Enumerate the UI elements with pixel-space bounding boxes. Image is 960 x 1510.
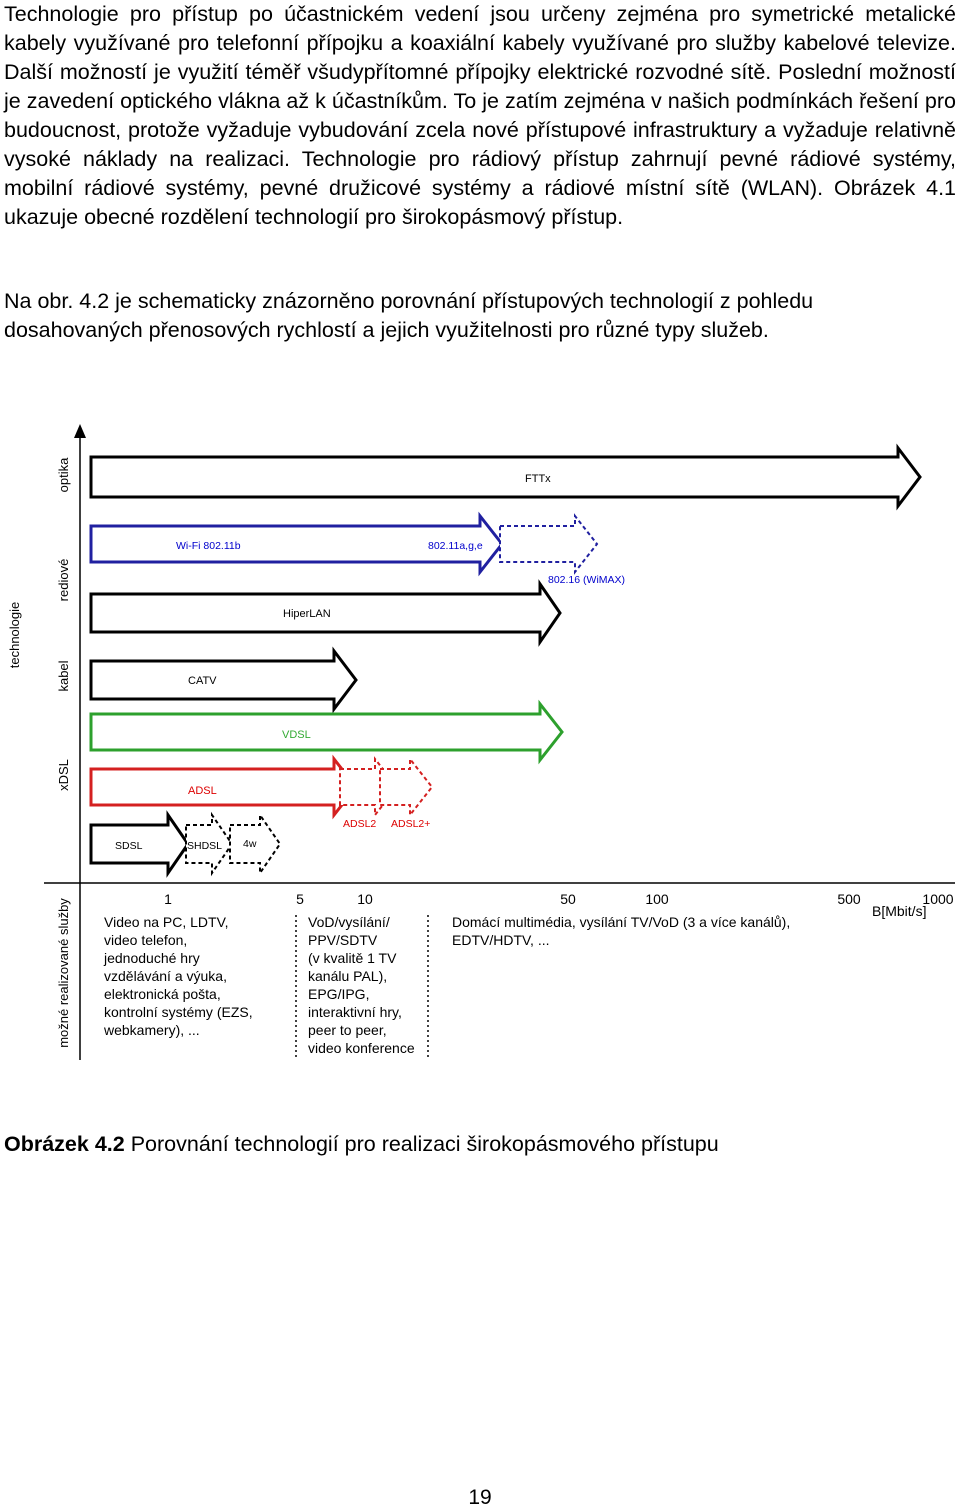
paragraph-figure-reference: Na obr. 4.2 je schematicky znázorněno po… xyxy=(4,289,814,342)
group-label-xdsl: xDSL xyxy=(56,759,71,791)
group-label-radiove: rediové xyxy=(56,559,71,602)
tick-10: 10 xyxy=(357,891,373,907)
label-adsl: ADSL xyxy=(188,785,217,797)
service-line: (v kvalitě 1 TV xyxy=(308,950,397,966)
figure-caption: Obrázek 4.2 Porovnání technologií pro re… xyxy=(4,1132,719,1157)
group-label-kabel: kabel xyxy=(56,660,71,691)
arrow-sdsl xyxy=(89,810,190,878)
arrow-catv xyxy=(89,646,358,714)
label-sdsl: SDSL xyxy=(115,840,143,852)
service-line: kontrolní systémy (EZS, xyxy=(104,1004,253,1020)
arrow-hiperlan xyxy=(89,579,562,647)
caption-label: Obrázek 4.2 xyxy=(4,1132,125,1156)
technology-comparison-figure: technologie možné realizované služby opt… xyxy=(7,424,955,1060)
label-hiperlan: HiperLAN xyxy=(283,608,331,620)
arrow-shdsl xyxy=(185,811,234,877)
service-line: video telefon, xyxy=(104,932,187,948)
group-label-optika: optika xyxy=(56,457,71,492)
tick-5: 5 xyxy=(296,891,304,907)
arrow-adsl xyxy=(89,754,358,820)
arrow-vdsl xyxy=(89,699,564,765)
tick-100: 100 xyxy=(645,891,669,907)
tick-1000: 1000 xyxy=(922,891,953,907)
label-4w: 4w xyxy=(243,838,257,850)
bitrate-unit: B[Mbit/s] xyxy=(872,903,926,919)
label-adsl2: ADSL2 xyxy=(343,818,376,830)
label-catv: CATV xyxy=(188,675,217,687)
arrow-wifi-b xyxy=(89,511,504,577)
service-group-high: Domácí multimédia, vysílání TV/VoD (3 a … xyxy=(452,914,790,948)
service-line: jednoduché hry xyxy=(103,950,200,966)
service-line: peer to peer, xyxy=(308,1022,387,1038)
label-shdsl: SHDSL xyxy=(187,840,222,852)
service-line: webkamery), ... xyxy=(103,1022,200,1038)
label-adsl2plus: ADSL2+ xyxy=(391,818,430,830)
arrow-fttx xyxy=(89,443,922,511)
axis-title-services: možné realizované služby xyxy=(56,898,71,1048)
label-vdsl: VDSL xyxy=(282,729,311,741)
service-line: EDTV/HDTV, ... xyxy=(452,932,550,948)
label-fttx: FTTx xyxy=(525,473,551,485)
technology-axis-arrowhead xyxy=(74,424,86,438)
service-line: VoD/vysílání/ xyxy=(308,914,390,930)
tick-500: 500 xyxy=(837,891,861,907)
service-line: PPV/SDTV xyxy=(308,932,378,948)
service-group-low: Video na PC, LDTV, video telefon, jednod… xyxy=(103,914,253,1038)
tick-50: 50 xyxy=(560,891,576,907)
axis-title-technologies: technologie xyxy=(7,602,22,669)
label-wifi-b: Wi-Fi 802.11b xyxy=(176,540,241,552)
arrow-adsl2plus xyxy=(379,756,434,818)
arrow-4w xyxy=(229,811,282,877)
caption-text: Porovnání technologií pro realizaci širo… xyxy=(124,1132,719,1156)
label-wifi-age: 802.11a,g,e xyxy=(428,540,483,552)
service-line: elektronická pošta, xyxy=(104,986,221,1002)
service-line: Domácí multimédia, vysílání TV/VoD (3 a … xyxy=(452,914,790,930)
tick-1: 1 xyxy=(164,891,172,907)
service-line: EPG/IPG, xyxy=(308,986,369,1002)
service-line: kanálu PAL), xyxy=(308,968,387,984)
paragraph-intro: Technologie pro přístup po účastnickém v… xyxy=(4,2,956,229)
service-line: vzdělávání a výuka, xyxy=(104,968,227,984)
arrow-wifi-age xyxy=(499,513,599,575)
service-line: Video na PC, LDTV, xyxy=(104,914,229,930)
page-number: 19 xyxy=(468,1486,492,1509)
label-wimax: 802.16 (WiMAX) xyxy=(548,574,625,586)
service-line: video konference xyxy=(308,1040,415,1056)
service-group-mid: VoD/vysílání/ PPV/SDTV (v kvalitě 1 TV k… xyxy=(308,914,415,1056)
service-line: interaktivní hry, xyxy=(308,1004,402,1020)
